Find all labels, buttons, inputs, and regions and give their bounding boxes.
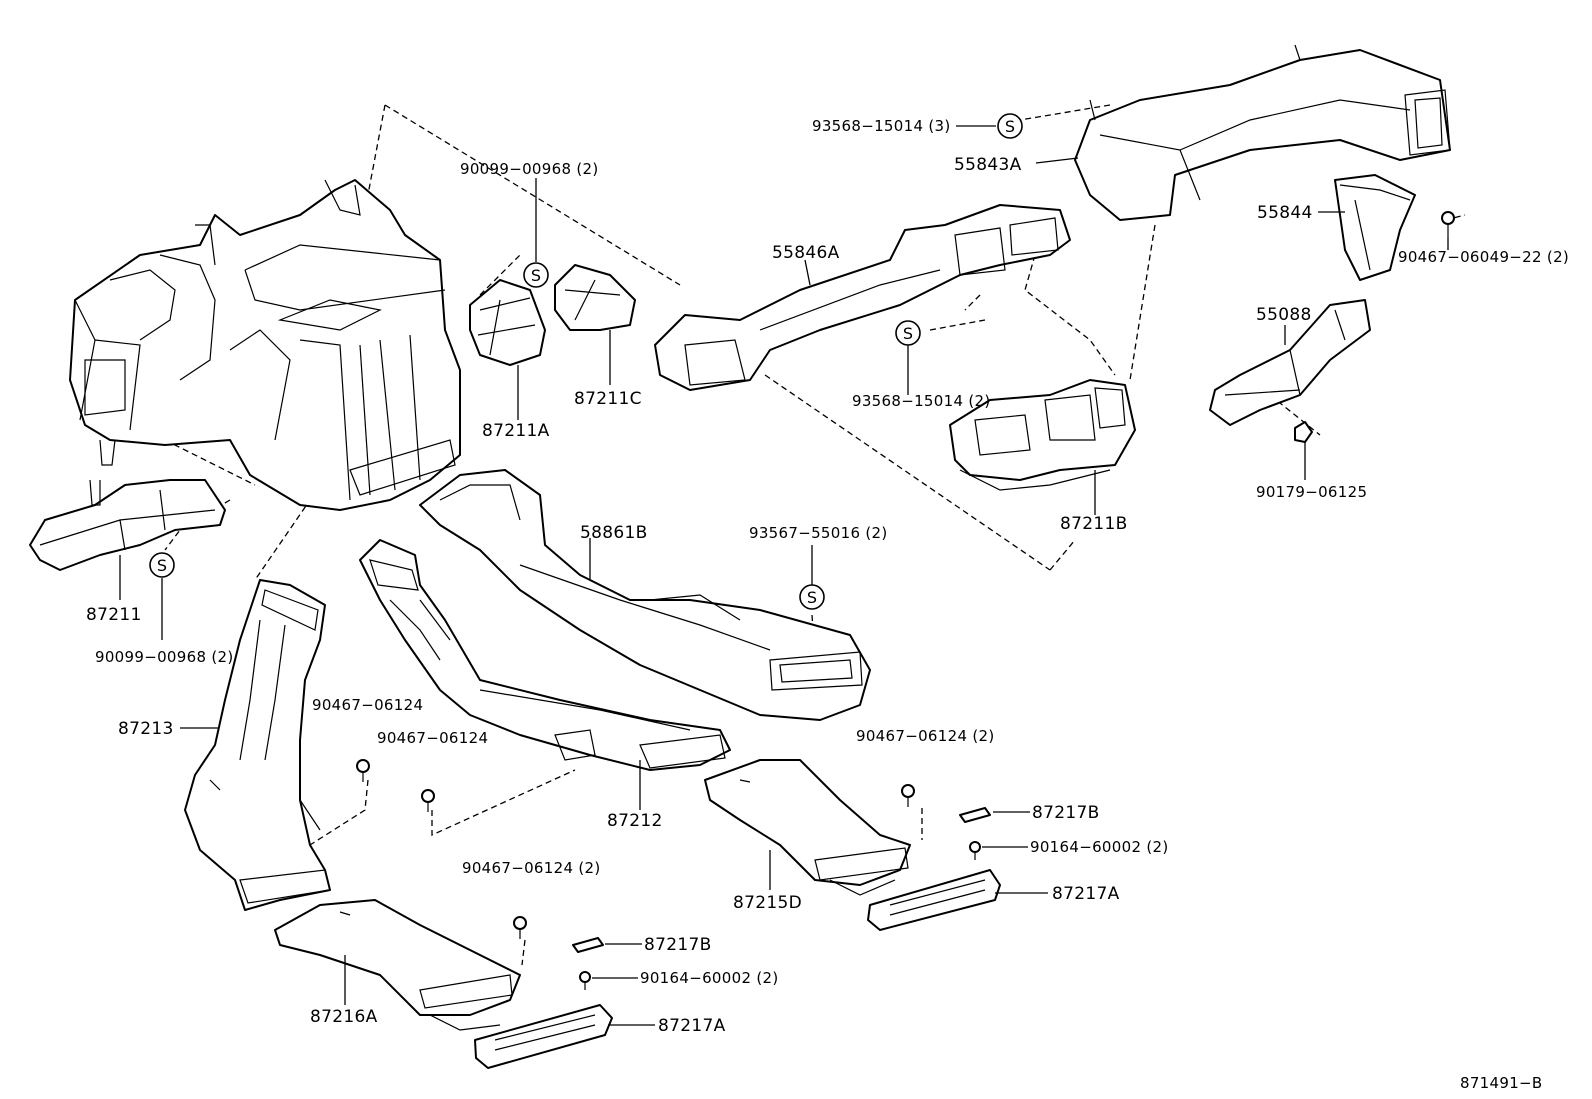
label-93568-15014-3: 93568−15014 (3) <box>812 117 951 135</box>
svg-text:S: S <box>1005 117 1015 136</box>
label-87211: 87211 <box>86 605 142 625</box>
label-55843A: 55843A <box>954 155 1022 175</box>
screw-set <box>356 759 981 990</box>
label-87217A-right: 87217A <box>1052 884 1120 904</box>
label-55844: 55844 <box>1257 203 1313 223</box>
label-87217B-right: 87217B <box>1032 803 1100 823</box>
label-55088: 55088 <box>1256 305 1312 325</box>
label-90099-00968-top: 90099−00968 (2) <box>460 160 599 178</box>
figure-id: 871491−B <box>1460 1074 1543 1092</box>
part-55846A <box>654 204 1071 391</box>
part-87216A <box>274 899 521 1031</box>
part-87215D <box>704 759 911 896</box>
svg-text:S: S <box>807 588 817 607</box>
part-55844 <box>1334 174 1416 281</box>
part-87217B-right <box>959 807 991 823</box>
label-90164-60002-left: 90164−60002 (2) <box>640 969 779 987</box>
sealant-symbol-87211: S <box>149 552 175 578</box>
part-87213 <box>184 579 331 911</box>
label-87217A-left: 87217A <box>658 1016 726 1036</box>
screw-90467-06049-22 <box>1441 211 1455 238</box>
label-90467-06124-a: 90467−06124 <box>312 696 423 714</box>
label-55846A: 55846A <box>772 243 840 263</box>
svg-text:S: S <box>157 556 167 575</box>
clip-90179-06125 <box>1294 421 1313 443</box>
label-90164-60002-right: 90164−60002 (2) <box>1030 838 1169 856</box>
part-87212 <box>359 539 731 771</box>
part-87211 <box>29 479 226 571</box>
part-87217B-left <box>572 937 604 953</box>
label-87213: 87213 <box>118 719 174 739</box>
label-90467-06124-b: 90467−06124 <box>377 729 488 747</box>
label-87215D: 87215D <box>733 893 802 913</box>
svg-text:S: S <box>903 324 913 343</box>
label-87211B: 87211B <box>1060 514 1128 534</box>
part-58861B <box>419 469 871 721</box>
part-87217A-right <box>867 869 1001 931</box>
label-87216A: 87216A <box>310 1007 378 1027</box>
label-90099-00968-bottom: 90099−00968 (2) <box>95 648 234 666</box>
leader-lines <box>119 125 1449 1026</box>
svg-text:S: S <box>531 266 541 285</box>
sealant-symbol-heater: S <box>523 262 549 288</box>
part-87217A-left <box>474 1004 613 1069</box>
sealant-symbol-58861B: S <box>799 584 825 610</box>
part-87211C <box>554 264 636 331</box>
label-87217B-left: 87217B <box>644 935 712 955</box>
label-90179-06125: 90179−06125 <box>1256 483 1367 501</box>
label-93568-15014-2: 93568−15014 (2) <box>852 392 991 410</box>
sealant-symbol-55846A: S <box>895 320 921 346</box>
label-93567-55016: 93567−55016 (2) <box>749 524 888 542</box>
part-87211A <box>469 279 546 366</box>
label-58861B: 58861B <box>580 523 648 543</box>
part-labels: 93568−15014 (3) 55843A 90099−00968 (2) 5… <box>86 117 1569 1092</box>
label-87211C: 87211C <box>574 389 642 409</box>
part-55843A <box>1074 44 1451 221</box>
label-90467-06049-22: 90467−06049−22 (2) <box>1398 248 1569 266</box>
part-87211B <box>949 379 1136 491</box>
label-87211A: 87211A <box>482 421 550 441</box>
label-90467-06124-d: 90467−06124 (2) <box>462 859 601 877</box>
label-90467-06124-c: 90467−06124 (2) <box>856 727 995 745</box>
label-87212: 87212 <box>607 811 663 831</box>
sealant-symbol-top-right: S <box>997 113 1023 139</box>
heater-unit-assembly <box>69 179 461 511</box>
part-55088 <box>1209 299 1371 426</box>
